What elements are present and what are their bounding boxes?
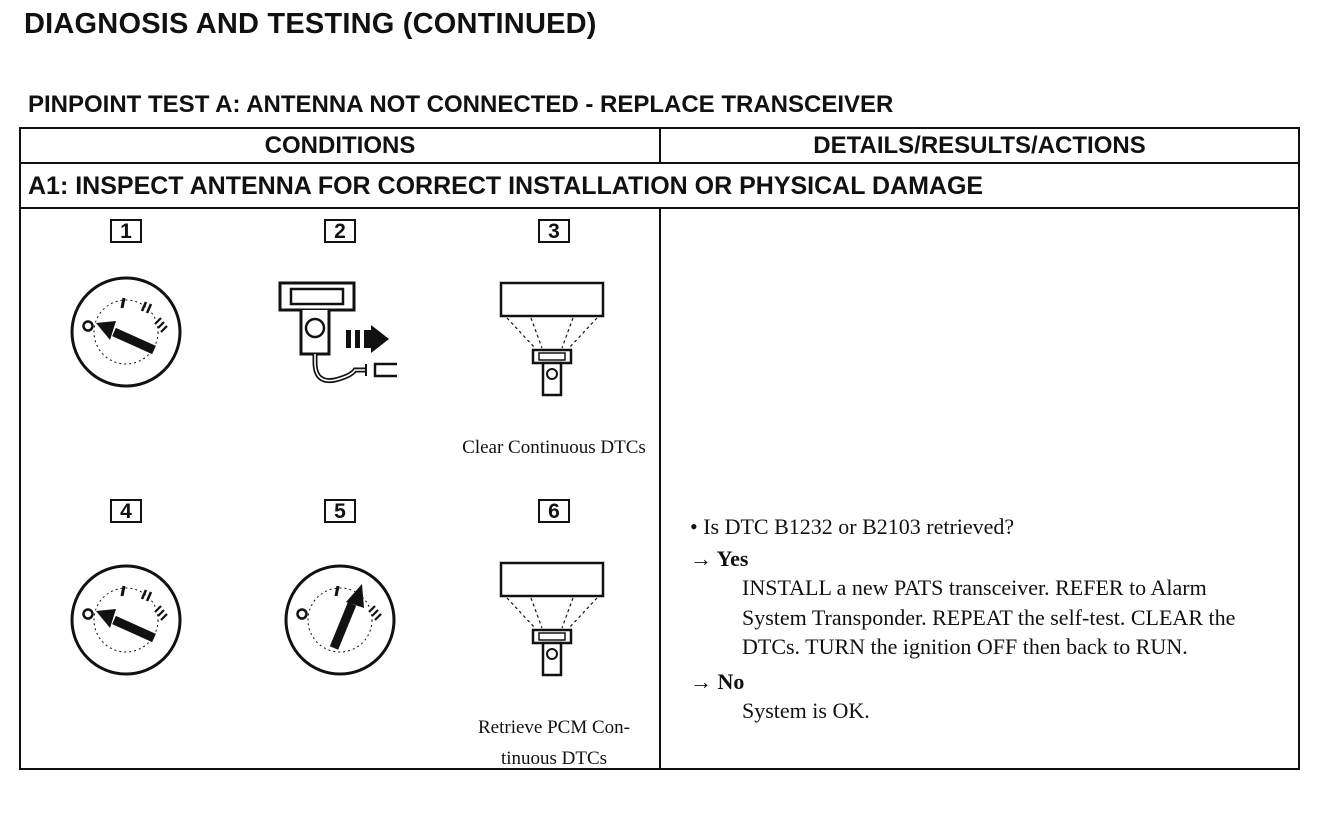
details-results-actions: • Is DTC B1232 or B2103 retrieved? → Yes… [690, 512, 1290, 725]
page-title: DIAGNOSIS AND TESTING (CONTINUED) [24, 8, 597, 40]
step-number-4: 4 [110, 499, 142, 523]
body-column-divider [659, 207, 661, 770]
conditions-header: CONDITIONS [264, 132, 416, 159]
pinpoint-test-title: PINPOINT TEST A: ANTENNA NOT CONNECTED -… [28, 91, 894, 118]
step-a1-title: A1: INSPECT ANTENNA FOR CORRECT INSTALLA… [28, 172, 984, 200]
step-number-3: 3 [538, 219, 570, 243]
details-header: DETAILS/RESULTS/ACTIONS [813, 132, 1146, 159]
no-label: → No [690, 668, 745, 694]
step-number-2: 2 [324, 219, 356, 243]
ignition-off-icon [70, 276, 182, 388]
yes-label: → Yes [690, 546, 749, 571]
yes-action: INSTALL a new PATS transceiver. REFER to… [742, 575, 1236, 659]
disconnect-connector-icon [278, 281, 397, 384]
scan-tool-icon [499, 561, 605, 677]
step-6-caption: Retrieve PCM Con- tinuous DTCs [478, 717, 630, 769]
diagnostic-question: • Is DTC B1232 or B2103 retrieved? [690, 514, 1015, 539]
step-number-1: 1 [110, 219, 142, 243]
ignition-off-icon [70, 564, 182, 676]
scan-tool-icon [499, 281, 605, 397]
step-number-6: 6 [538, 499, 570, 523]
ignition-run-icon [284, 564, 396, 676]
header-column-divider [659, 127, 661, 164]
step-3-caption: Clear Continuous DTCs [462, 437, 646, 458]
no-action: System is OK. [742, 697, 870, 723]
step-number-5: 5 [324, 499, 356, 523]
